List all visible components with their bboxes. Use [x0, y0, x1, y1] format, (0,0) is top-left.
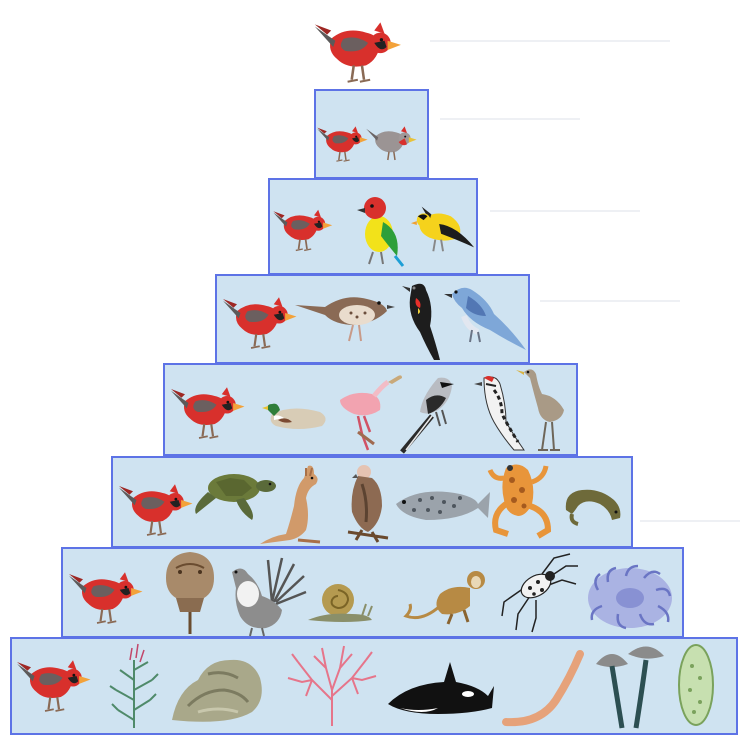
earthworm-icon: [500, 648, 590, 728]
faint-line: [440, 118, 580, 120]
frog-icon: [488, 460, 556, 540]
shrike-icon: [398, 368, 464, 454]
cardinal-icon: [272, 200, 342, 256]
pyrrhuloxia-icon: [365, 118, 425, 166]
cardinal-icon: [66, 560, 156, 630]
beetle-icon: [496, 552, 580, 634]
mushrooms-icon: [592, 640, 668, 730]
grouper-fish-icon: [390, 484, 490, 526]
sea-anemone-icon: [582, 560, 678, 632]
roseate-spoonbill-icon: [334, 372, 404, 452]
sage-grouse-icon: [222, 552, 308, 636]
horseshoe-crab-icon: [160, 548, 220, 636]
cardinal-icon: [14, 648, 104, 718]
coral-fan-icon: [282, 640, 380, 728]
monkey-icon: [402, 566, 492, 628]
cardinal-icon: [168, 375, 258, 445]
faint-line: [490, 210, 640, 212]
thrush-icon: [295, 285, 395, 345]
blue-jay-icon: [442, 280, 528, 352]
lichen-icon: [168, 650, 268, 726]
faint-line: [540, 300, 680, 302]
blackbird-icon: [396, 276, 446, 362]
paramecium-icon: [676, 642, 716, 728]
faint-line: [430, 40, 670, 42]
vulture-icon: [342, 462, 394, 542]
heron-icon: [518, 366, 578, 454]
faint-line: [640, 520, 740, 522]
goldfinch-icon: [410, 196, 478, 256]
mallard-duck-icon: [262, 392, 332, 432]
snail-icon: [306, 580, 374, 626]
cardinal-icon: [312, 8, 416, 90]
orca-icon: [384, 660, 494, 722]
salamander-icon: [560, 484, 626, 530]
tanager-icon: [356, 192, 408, 268]
kangaroo-icon: [250, 464, 336, 546]
fern-plant-icon: [104, 640, 164, 730]
